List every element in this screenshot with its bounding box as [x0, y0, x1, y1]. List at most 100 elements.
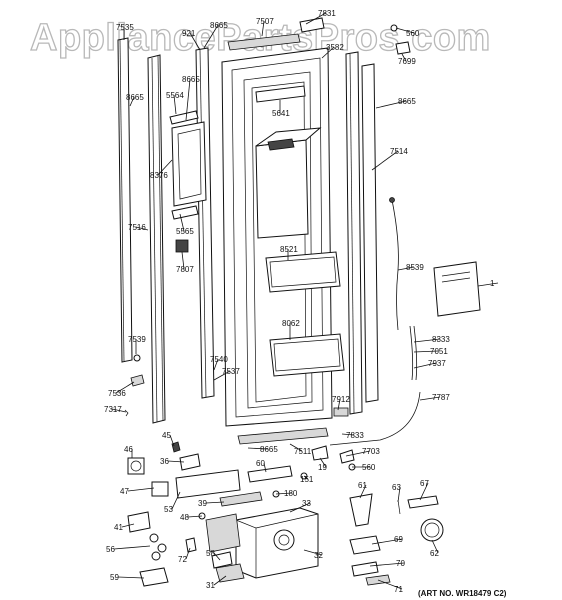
leader-line: [375, 100, 407, 109]
part-callout-label: 36: [160, 457, 169, 466]
leader-line: [213, 370, 231, 381]
leader-line: [167, 460, 185, 463]
leader-line: [111, 408, 127, 413]
part-callout-label: 8665: [210, 21, 228, 30]
leader-line: [395, 27, 415, 34]
part-bracket-5565: [171, 205, 199, 220]
part-callout-label: 71: [394, 585, 403, 594]
part-strip-7511: [237, 427, 329, 445]
leader-line: [205, 501, 225, 504]
part-callout-label: 7937: [428, 359, 446, 368]
part-callout-label: 7317: [104, 405, 122, 414]
part-callout-label: 63: [392, 483, 401, 492]
part-trim-strip-7516: [147, 54, 166, 424]
part-callout-label: 8376: [150, 171, 168, 180]
part-strip-7514: [361, 63, 379, 403]
leader-line: [169, 434, 175, 447]
part-callout-label: 5565: [176, 227, 194, 236]
part-callout-label: 8665: [260, 445, 278, 454]
leader-line: [263, 462, 267, 473]
part-rod-7535: [117, 37, 133, 363]
leader-line: [413, 362, 437, 369]
leader-line: [203, 24, 219, 49]
part-block-7807: [175, 239, 189, 253]
part-tube-7787: [329, 391, 421, 446]
leader-line: [321, 46, 335, 59]
leader-line: [401, 53, 407, 62]
part-callout-label: 31: [206, 581, 215, 590]
part-callout-label: 7516: [128, 223, 146, 232]
leader-line: [171, 491, 181, 510]
part-callout-label: 921: [182, 29, 196, 38]
leader-line: [275, 492, 293, 495]
part-clip-7536: [130, 374, 145, 387]
part-dispenser-housing: [255, 127, 322, 239]
part-bar-5641: [255, 85, 306, 103]
leader-line: [477, 282, 499, 287]
leader-line: [185, 547, 191, 560]
part-top-trim-7507: [227, 33, 301, 51]
part-screw-7317: [124, 409, 129, 417]
part-ring-62: [420, 518, 444, 542]
leader-line: [369, 562, 405, 567]
leader-line: [261, 20, 265, 37]
leader-line: [419, 482, 429, 501]
part-47: [151, 481, 169, 497]
leader-line: [213, 552, 221, 561]
leader-line: [179, 213, 185, 232]
part-callout-label: 61: [358, 481, 367, 490]
part-callout-label: 69: [394, 535, 403, 544]
leader-line: [189, 32, 201, 51]
leader-line: [305, 12, 327, 25]
leader-line: [135, 226, 149, 231]
leader-line: [117, 576, 145, 579]
part-callout-label: 8665: [398, 97, 416, 106]
part-callout-label: 7833: [346, 431, 364, 440]
leader-line: [247, 447, 269, 450]
part-45: [171, 441, 181, 453]
part-strip-921: [195, 47, 215, 399]
leader-line: [341, 433, 355, 436]
part-callout-label: 8521: [280, 245, 298, 254]
part-36: [179, 453, 201, 471]
part-callout-label: 19: [318, 463, 327, 472]
part-callout-label: 46: [124, 445, 133, 454]
leader-line: [397, 266, 415, 271]
leader-line: [397, 486, 401, 503]
part-callout-label: 7787: [432, 393, 450, 402]
leader-line: [181, 251, 185, 270]
part-callout-label: 1: [490, 279, 495, 288]
part-callout-label: 7507: [256, 17, 274, 26]
part-7699: [395, 41, 411, 55]
part-callout-label: 180: [284, 489, 298, 498]
part-callout-label: 151: [300, 475, 314, 484]
part-wiring-harness: [409, 325, 418, 381]
leader-line: [413, 338, 441, 343]
part-tray-31: [215, 563, 245, 583]
part-callout-label: 45: [162, 431, 171, 440]
part-handle-5564: [169, 110, 199, 125]
leader-line: [431, 539, 439, 554]
part-callout-label: 70: [396, 559, 405, 568]
part-callout-label: 5564: [166, 91, 184, 100]
leader-line: [113, 545, 151, 550]
part-callout-label: 7699: [398, 57, 416, 66]
part-callout-label: 7537: [222, 367, 240, 376]
part-56: [149, 533, 167, 561]
part-screw-7539: [133, 354, 141, 362]
part-callout-label: 8333: [432, 335, 450, 344]
part-callout-label: 3582: [326, 43, 344, 52]
part-plate-53: [175, 469, 241, 499]
leader-line: [121, 523, 135, 528]
part-69: [349, 535, 381, 555]
leader-line: [289, 443, 303, 452]
part-callout-label: 560: [406, 29, 420, 38]
part-panel-8376: [171, 121, 207, 207]
part-70: [351, 561, 379, 577]
leader-line: [419, 396, 441, 401]
leader-line: [303, 475, 309, 480]
part-41: [127, 511, 151, 533]
leader-line: [115, 381, 135, 394]
